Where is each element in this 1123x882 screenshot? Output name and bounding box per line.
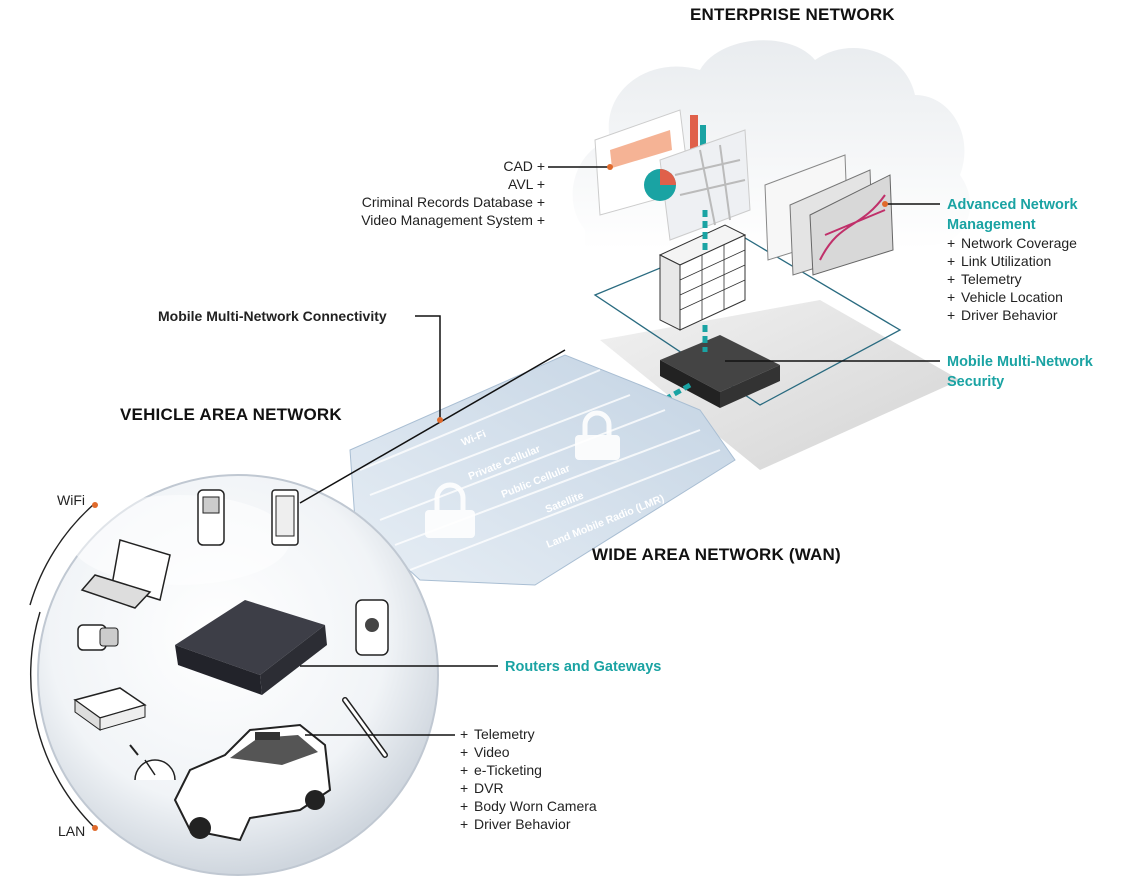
wifi-arc: [29, 504, 94, 606]
lan-label: LAN: [58, 823, 86, 839]
security-label: Mobile Multi-Network Security: [947, 354, 1093, 390]
leader-lines: [299, 166, 940, 736]
dvr-icon: [73, 687, 147, 731]
handheld-radio-icon: [197, 489, 225, 546]
list-item: +Telemetry: [947, 271, 1022, 287]
list-item: AVL +: [508, 176, 545, 192]
wrench-icon: [342, 697, 388, 758]
wan-band: [349, 354, 736, 586]
list-item: +DVR: [460, 780, 504, 796]
rugged-laptop-icon: [80, 539, 171, 609]
vehicle-area-network-heading: VEHICLE AREA NETWORK: [120, 405, 342, 424]
tablet-icon: [271, 489, 299, 546]
security-appliance: [660, 335, 780, 408]
management-screens: [764, 154, 894, 276]
body-camera-icon: [355, 599, 389, 656]
list-item: +Driver Behavior: [460, 816, 571, 832]
lan-arc: [30, 611, 96, 829]
enterprise-floor: [600, 300, 960, 470]
camera-icon: [77, 624, 119, 651]
list-item: +Driver Behavior: [947, 307, 1058, 323]
list-item: Criminal Records Database +: [361, 194, 545, 210]
connectivity-label: Mobile Multi-Network Connectivity: [158, 308, 387, 324]
advanced-management-list: +Network Coverage +Link Utilization +Tel…: [947, 234, 1077, 324]
vehicle-items-list: +Telemetry +Video +e-Ticketing +DVR +Bod…: [460, 725, 597, 833]
speedometer-icon: [129, 744, 176, 781]
list-item: +e-Ticketing: [460, 762, 542, 778]
police-car-icon: [173, 723, 332, 842]
list-item: +Network Coverage: [947, 235, 1077, 251]
list-item: +Link Utilization: [947, 253, 1052, 269]
router-device: [175, 600, 327, 695]
routers-gateways-label: Routers and Gateways: [505, 659, 662, 675]
enterprise-network-heading: ENTERPRISE NETWORK: [690, 5, 895, 24]
list-item: +Vehicle Location: [947, 289, 1063, 305]
wifi-label: WiFi: [57, 492, 85, 508]
wide-area-network-heading: WIDE AREA NETWORK (WAN): [592, 545, 841, 564]
list-item: Video Management System +: [361, 212, 545, 228]
enterprise-apps-list: CAD + AVL + Criminal Records Database + …: [361, 157, 545, 229]
list-item: +Body Worn Camera: [460, 798, 597, 814]
list-item: CAD +: [503, 158, 545, 174]
list-item: +Telemetry: [460, 726, 535, 742]
dashboard-screens: [594, 109, 751, 241]
advanced-network-management-title: Advanced Network Management: [947, 197, 1078, 233]
list-item: +Video: [460, 744, 510, 760]
